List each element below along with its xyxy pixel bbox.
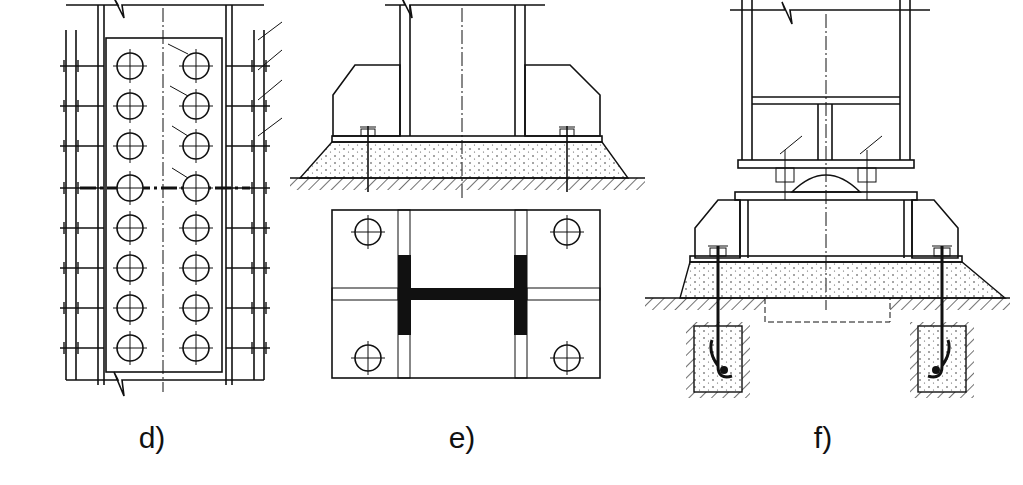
column-base-plan [332, 210, 600, 378]
panel-label: d) [139, 421, 166, 454]
panel-label: e) [449, 421, 476, 454]
hinged-column-base [645, 0, 1010, 398]
splice-plate-view [60, 0, 282, 396]
column-base-elevation [290, 0, 645, 200]
panel-label: f) [814, 421, 832, 454]
